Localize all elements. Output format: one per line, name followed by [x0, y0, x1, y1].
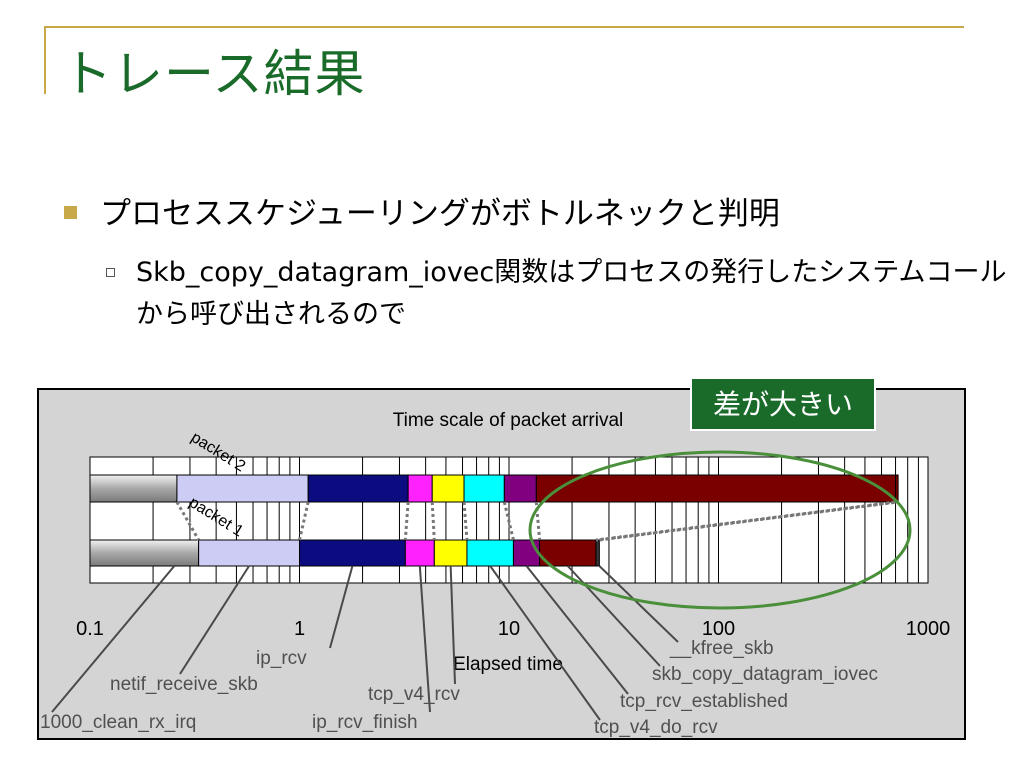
leader-line [51, 565, 176, 713]
bullet-primary: プロセススケジューリングがボトルネックと判明 [100, 196, 780, 232]
bar-segment [595, 539, 600, 567]
bar-segment [299, 539, 406, 567]
stage-label: ip_rcv [256, 648, 307, 669]
bar-segment [535, 474, 897, 503]
bar-segment [307, 474, 409, 503]
title-rule-vertical [44, 28, 46, 94]
leader-line [449, 565, 456, 685]
bar-segment [503, 474, 537, 503]
stage-label: ip_rcv_finish [312, 712, 418, 733]
bar-segment [463, 474, 505, 503]
stage-label: 1000_clean_rx_irq [40, 712, 196, 733]
stage-label: skb_copy_datagram_iovec [652, 664, 878, 685]
leader-line [329, 565, 354, 649]
connector-line [298, 501, 310, 541]
connector-line [599, 500, 899, 542]
tick-label: 100 [702, 618, 735, 640]
bar-segment [198, 539, 301, 567]
bar-segment [433, 539, 468, 567]
bar-segment [466, 539, 514, 567]
bar-segment [539, 539, 597, 567]
bullet-secondary: Skb_copy_datagram_iovec関数はプロセスの発行したシステムコ… [136, 257, 1007, 330]
page-title: トレース結果 [62, 45, 366, 103]
highlight-ellipse [528, 450, 912, 610]
leader-line [418, 565, 431, 713]
square-bullet-icon [64, 206, 77, 219]
connector-line [403, 501, 410, 541]
chart-title: Time scale of packet arrival [393, 410, 624, 431]
connector-line [502, 501, 515, 541]
tick-label: 1000 [906, 618, 951, 640]
bar-segment [89, 539, 200, 567]
bar-segment [512, 539, 541, 567]
hollow-square-bullet-icon [106, 268, 115, 277]
bar-segment [89, 474, 178, 503]
connector-line [175, 501, 200, 541]
tick-label: 10 [498, 618, 520, 640]
tick-label: 0.1 [76, 618, 104, 640]
tick-label: 1 [294, 618, 305, 640]
stage-label: __kfree_skb [669, 638, 774, 659]
leader-line [179, 565, 250, 675]
leader-line [598, 565, 679, 643]
connector-line [462, 501, 469, 541]
stage-label: tcp_rcv_established [620, 691, 788, 712]
axis-label: Elapsed time [453, 654, 563, 675]
bar-segment [176, 474, 309, 503]
stage-label: tcp_v4_do_rcv [594, 717, 718, 738]
bar-segment [895, 474, 899, 503]
leader-line [525, 565, 629, 695]
connector-line [430, 501, 436, 541]
callout-badge: 差が大きい [690, 377, 876, 431]
title-rule-horizontal [44, 26, 964, 28]
bar-segment [404, 539, 435, 567]
leader-line [489, 565, 601, 721]
bar-segment [431, 474, 465, 503]
stage-label: netif_receive_skb [110, 674, 258, 695]
bar-segment [407, 474, 433, 503]
stage-label: tcp_v4_rcv [368, 684, 460, 705]
